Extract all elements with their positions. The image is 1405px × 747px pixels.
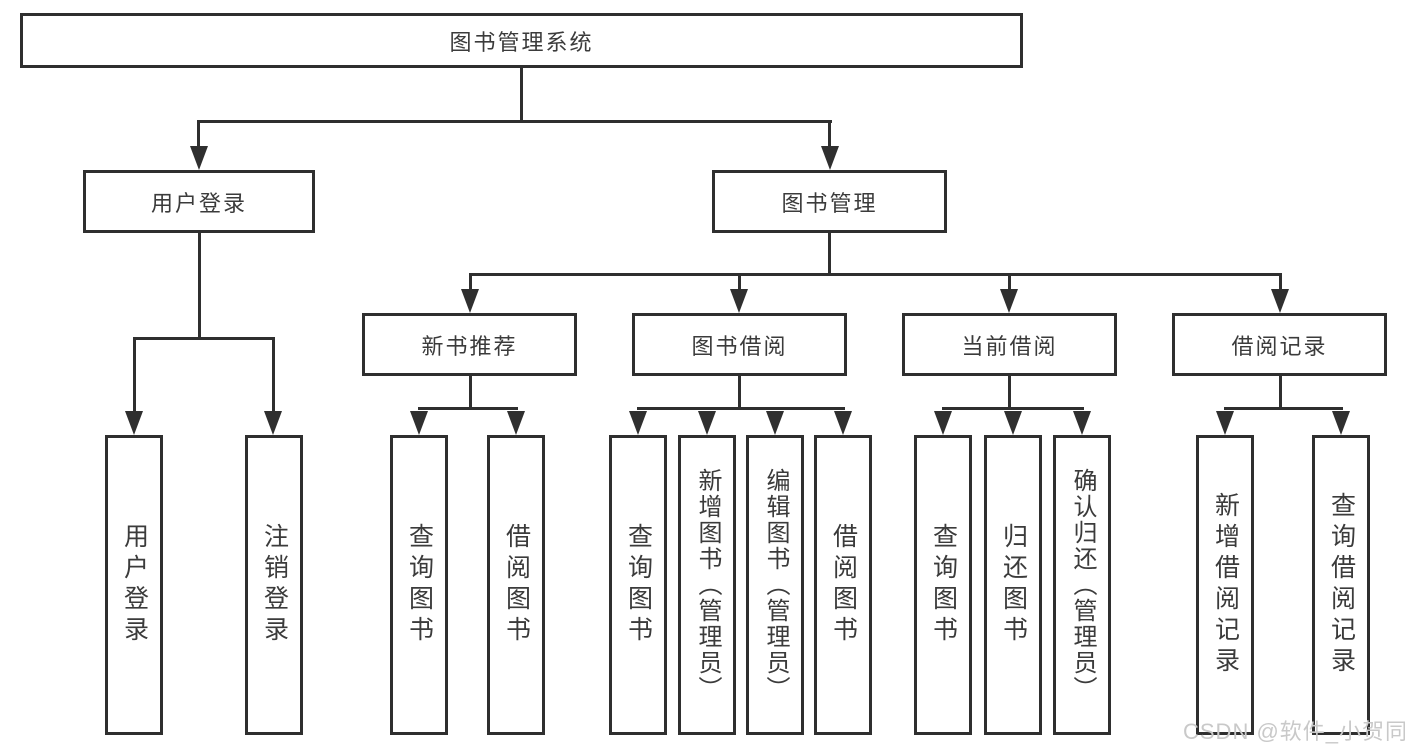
leaf-return-books: 归还图书 [984,435,1042,735]
connector-line [418,407,518,410]
leaf-query-books-3-label: 查询图书 [929,523,958,647]
connector-line [738,376,741,407]
connector-line [133,337,136,415]
leaf-borrow-books-2-label: 借阅图书 [829,523,858,647]
connector-line [1008,376,1011,407]
node-user-login: 用户登录 [83,170,315,233]
connector-line [828,233,831,273]
arrowhead-icon [1271,289,1289,313]
leaf-edit-books-admin-label: 编辑图书（管理员） [762,468,789,702]
arrowhead-icon [410,411,428,435]
node-new-book-recommend-label: 新书推荐 [421,333,518,359]
arrowhead-icon [629,411,647,435]
arrowhead-icon [1073,411,1091,435]
connector-line [1008,273,1011,291]
connector-line [1224,407,1343,410]
leaf-logout-label: 注销登录 [260,523,289,647]
leaf-add-books-admin: 新增图书（管理员） [678,435,736,735]
arrowhead-icon [766,411,784,435]
connector-line [637,407,845,410]
connector-line [942,407,1084,410]
arrowhead-icon [507,411,525,435]
leaf-query-books-2-label: 查询图书 [624,523,653,647]
connector-line [469,273,1282,276]
connector-line [198,233,201,337]
leaf-user-login: 用户登录 [105,435,163,735]
leaf-borrow-books-1: 借阅图书 [487,435,545,735]
node-book-borrow-label: 图书借阅 [691,333,788,359]
connector-line [520,68,523,122]
leaf-borrow-books-1-label: 借阅图书 [502,523,531,647]
leaf-query-borrow-record-label: 查询借阅记录 [1327,492,1356,678]
leaf-query-books-1-label: 查询图书 [405,523,434,647]
leaf-confirm-return-admin: 确认归还（管理员） [1053,435,1111,735]
node-book-management: 图书管理 [712,170,947,233]
leaf-edit-books-admin: 编辑图书（管理员） [746,435,804,735]
arrowhead-icon [730,289,748,313]
leaf-add-books-admin-label: 新增图书（管理员） [694,468,721,702]
leaf-user-login-label: 用户登录 [120,523,149,647]
connector-line [469,376,472,407]
connector-line [133,337,275,340]
node-new-book-recommend: 新书推荐 [362,313,577,376]
leaf-return-books-label: 归还图书 [999,523,1028,647]
connector-line [738,273,741,291]
arrowhead-icon [190,146,208,170]
leaf-add-borrow-record-label: 新增借阅记录 [1211,492,1240,678]
leaf-query-borrow-record: 查询借阅记录 [1312,435,1370,735]
node-book-borrow: 图书借阅 [632,313,847,376]
arrowhead-icon [125,411,143,435]
arrowhead-icon [1004,411,1022,435]
node-root: 图书管理系统 [20,13,1023,68]
node-root-label: 图书管理系统 [449,29,594,55]
arrowhead-icon [1332,411,1350,435]
arrowhead-icon [264,411,282,435]
connector-line [469,273,472,291]
arrowhead-icon [1216,411,1234,435]
connector-line [828,120,831,152]
node-borrow-records-label: 借阅记录 [1231,333,1328,359]
arrowhead-icon [698,411,716,435]
node-book-management-label: 图书管理 [781,190,878,216]
csdn-watermark: CSDN @软件_小贺同学 [1183,719,1405,744]
connector-line [272,337,275,415]
node-current-borrow-label: 当前借阅 [961,333,1058,359]
leaf-query-books-3: 查询图书 [914,435,972,735]
arrowhead-icon [461,289,479,313]
arrowhead-icon [834,411,852,435]
leaf-logout: 注销登录 [245,435,303,735]
arrowhead-icon [1000,289,1018,313]
connector-line [197,120,832,123]
node-current-borrow: 当前借阅 [902,313,1117,376]
leaf-borrow-books-2: 借阅图书 [814,435,872,735]
node-borrow-records: 借阅记录 [1172,313,1387,376]
node-user-login-label: 用户登录 [150,190,247,216]
arrowhead-icon [934,411,952,435]
leaf-confirm-return-admin-label: 确认归还（管理员） [1069,468,1096,702]
leaf-add-borrow-record: 新增借阅记录 [1196,435,1254,735]
leaf-query-books-1: 查询图书 [390,435,448,735]
connector-line [1279,376,1282,407]
leaf-query-books-2: 查询图书 [609,435,667,735]
arrowhead-icon [821,146,839,170]
connector-line [197,120,200,152]
connector-line [1279,273,1282,291]
